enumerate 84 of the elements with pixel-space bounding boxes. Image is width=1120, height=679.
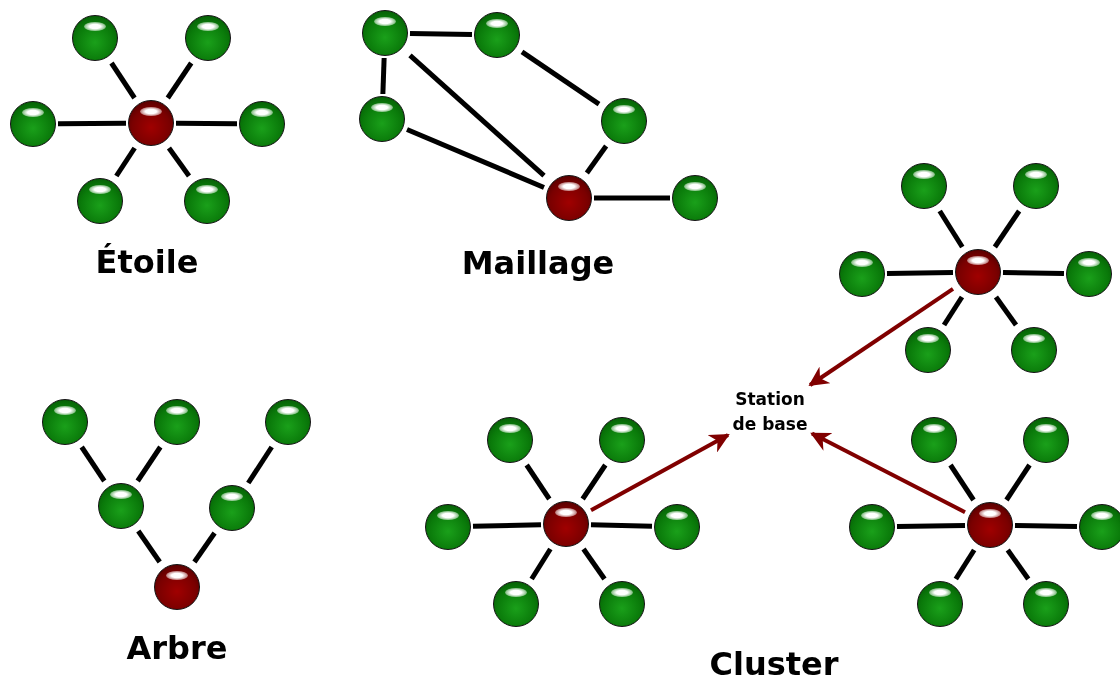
link-line	[409, 30, 473, 38]
arrow	[810, 431, 966, 514]
link-line	[57, 120, 127, 127]
arrow	[590, 433, 730, 513]
network-node	[72, 15, 118, 61]
network-node	[955, 249, 1001, 295]
network-node	[209, 485, 255, 531]
network-node	[849, 504, 895, 550]
link-line	[472, 522, 542, 529]
link-line	[590, 522, 653, 529]
link-line	[581, 547, 607, 581]
station-label: Station de base	[728, 385, 812, 439]
network-node	[601, 98, 647, 144]
network-node	[362, 10, 408, 56]
network-node	[1013, 163, 1059, 209]
link-line	[1005, 548, 1031, 581]
network-node	[901, 163, 947, 209]
topology-label: Arbre	[126, 629, 228, 667]
link-line	[992, 209, 1022, 249]
network-node	[905, 327, 951, 373]
network-node	[184, 178, 230, 224]
network-node	[543, 501, 589, 547]
link-line	[408, 53, 546, 178]
link-line	[1004, 463, 1032, 502]
link-line	[135, 445, 163, 483]
network-node	[474, 12, 520, 58]
network-node	[839, 251, 885, 297]
link-line	[948, 463, 976, 502]
network-node	[599, 417, 645, 463]
network-node	[599, 581, 645, 627]
network-node	[154, 399, 200, 445]
link-line	[896, 522, 966, 530]
network-node	[185, 15, 231, 61]
network-node	[487, 417, 533, 463]
link-line	[406, 127, 545, 190]
link-line	[79, 445, 107, 483]
topology-label: Maillage	[461, 244, 615, 282]
network-node	[911, 417, 957, 463]
network-node	[1023, 581, 1069, 627]
network-node	[967, 502, 1013, 548]
link-line	[114, 146, 137, 178]
network-node	[42, 399, 88, 445]
network-node	[128, 100, 174, 146]
link-line	[941, 295, 965, 327]
network-node	[1079, 504, 1120, 550]
network-node	[77, 178, 123, 224]
link-line	[109, 61, 137, 100]
link-line	[1014, 522, 1078, 530]
network-node	[546, 175, 592, 221]
link-line	[176, 120, 237, 127]
network-node	[98, 483, 144, 529]
link-line	[246, 445, 274, 485]
network-node	[154, 564, 200, 610]
link-line	[165, 61, 194, 100]
network-node	[672, 175, 718, 221]
link-line	[529, 547, 553, 581]
network-node	[265, 399, 311, 445]
link-line	[580, 463, 608, 501]
network-node	[493, 581, 539, 627]
link-line	[380, 57, 387, 95]
network-node	[1011, 327, 1057, 373]
network-node	[1066, 251, 1112, 297]
link-line	[166, 146, 192, 178]
link-line	[886, 269, 954, 277]
link-line	[594, 195, 670, 201]
topology-label: Cluster	[709, 645, 839, 679]
link-line	[937, 209, 965, 249]
link-line	[1002, 269, 1065, 277]
network-node	[10, 101, 56, 147]
network-node	[1023, 417, 1069, 463]
link-line	[136, 529, 162, 564]
network-node	[359, 96, 405, 142]
link-line	[993, 295, 1019, 327]
arrow	[808, 287, 955, 387]
network-node	[654, 504, 700, 550]
link-line	[192, 531, 217, 564]
network-node	[917, 581, 963, 627]
link-line	[584, 144, 609, 175]
link-line	[524, 463, 552, 501]
topology-label: Étoile	[95, 243, 199, 281]
link-line	[520, 49, 601, 107]
network-node	[239, 101, 285, 147]
link-line	[953, 548, 977, 581]
network-node	[425, 504, 471, 550]
